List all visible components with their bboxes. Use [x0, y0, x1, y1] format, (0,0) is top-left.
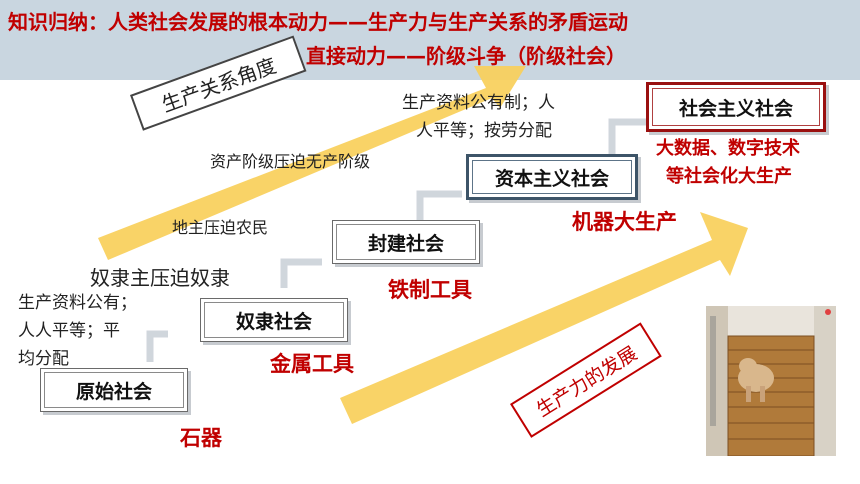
- title-line-1: 知识归纳：人类社会发展的根本动力——生产力与生产关系的矛盾运动: [8, 10, 628, 34]
- tool-socialist-line-1: 大数据、数字技术: [656, 138, 800, 159]
- capitalist-relations-note: 资产阶级压迫无产阶级: [210, 152, 371, 171]
- relations-arrow: [98, 66, 526, 260]
- slave-society-label: 奴隶社会: [235, 310, 312, 333]
- tool-feudal: 铁制工具: [388, 278, 472, 302]
- connector-3: [416, 190, 462, 222]
- primitive-relations-line-3: 均分配: [18, 349, 69, 369]
- connector-2: [280, 258, 322, 288]
- box-slave-society: 奴隶社会: [200, 298, 348, 342]
- capitalist-society-label: 资本主义社会: [494, 167, 609, 190]
- primitive-relations-line-1: 生产资料公有；: [18, 293, 137, 313]
- feudal-relations-note: 地主压迫农民: [172, 218, 269, 237]
- slave-relations-note: 奴隶主压迫奴隶: [90, 266, 230, 290]
- socialist-relations-line-2: 人平等；按劳分配: [416, 121, 552, 141]
- title-banner: 知识归纳：人类社会发展的根本动力——生产力与生产关系的矛盾运动 直接动力——阶级…: [0, 0, 860, 80]
- tool-capitalist: 机器大生产: [572, 210, 677, 234]
- feudal-society-label: 封建社会: [367, 232, 444, 255]
- tool-socialist-line-2: 等社会化大生产: [666, 166, 792, 187]
- connector-4: [608, 118, 648, 154]
- primitive-society-label: 原始社会: [75, 380, 152, 403]
- box-socialist-society: 社会主义社会: [646, 82, 826, 132]
- productivity-arrow: [340, 212, 748, 424]
- tool-slave: 金属工具: [270, 352, 354, 376]
- connector-1: [146, 330, 168, 362]
- primitive-relations-line-2: 人人平等；平: [18, 321, 120, 341]
- tool-primitive: 石器: [180, 426, 222, 450]
- title-line-2: 直接动力——阶级斗争（阶级社会）: [306, 44, 626, 68]
- socialist-society-label: 社会主义社会: [678, 97, 793, 120]
- box-primitive-society: 原始社会: [40, 368, 188, 412]
- socialist-relations-line-1: 生产资料公有制；人: [402, 93, 555, 113]
- dog-on-stairs-photo: [706, 306, 836, 456]
- box-feudal-society: 封建社会: [332, 220, 480, 264]
- box-capitalist-society: 资本主义社会: [466, 154, 638, 200]
